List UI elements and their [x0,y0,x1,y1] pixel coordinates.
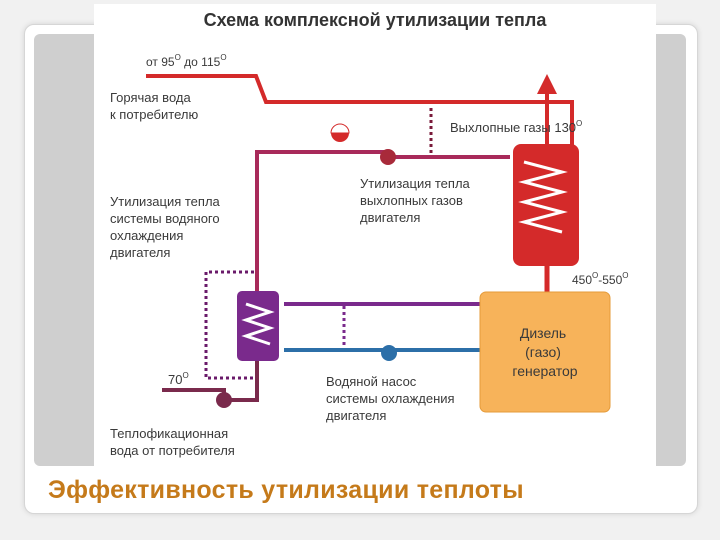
generator-label: Дизель (газо) генератор [512,325,577,379]
water-exchanger-coil [241,302,275,346]
diagram-title: Схема комплексной утилизации тепла [204,10,548,30]
water-heat-exchanger [237,291,279,361]
exhaust-gases-label: Выхлопные газы 130О [450,119,582,135]
bypass-dotted-line [204,270,254,380]
cooling-utilization-label: Утилизация тепла системы водяного охлажд… [110,194,223,260]
heat-utilization-diagram: Схема комплексной утилизации тепла [94,4,656,466]
exhaust-exchanger-coil [518,160,568,234]
return-valve-icon [216,392,232,408]
exhaust-heat-exchanger [513,144,579,266]
diesel-generator [479,291,611,413]
exhaust-arrow-icon [537,74,557,94]
hot-water-pipe [146,74,574,149]
exhaust-loop-pipe [255,150,510,300]
slide-title: Эффективность утилизации теплоты [48,476,524,504]
water-pump-icon [381,345,397,361]
exhaust-temp-label: 450О-550О [572,271,629,287]
diagram-canvas: Схема комплексной утилизации тепла [110,10,629,458]
return-temp-label: 70О [168,371,189,387]
water-pump-label: Водяной насос системы охлаждения двигате… [326,374,458,423]
exhaust-utilization-label: Утилизация тепла выхлопных газов двигате… [360,176,473,225]
temp-range-label: от 95О до 115О [146,53,227,69]
exhaust-valve-icon [380,149,396,165]
return-water-label: Теплофикационная вода от потребителя [110,426,235,458]
hot-water-label: Горячая вода к потребителю [110,90,198,122]
